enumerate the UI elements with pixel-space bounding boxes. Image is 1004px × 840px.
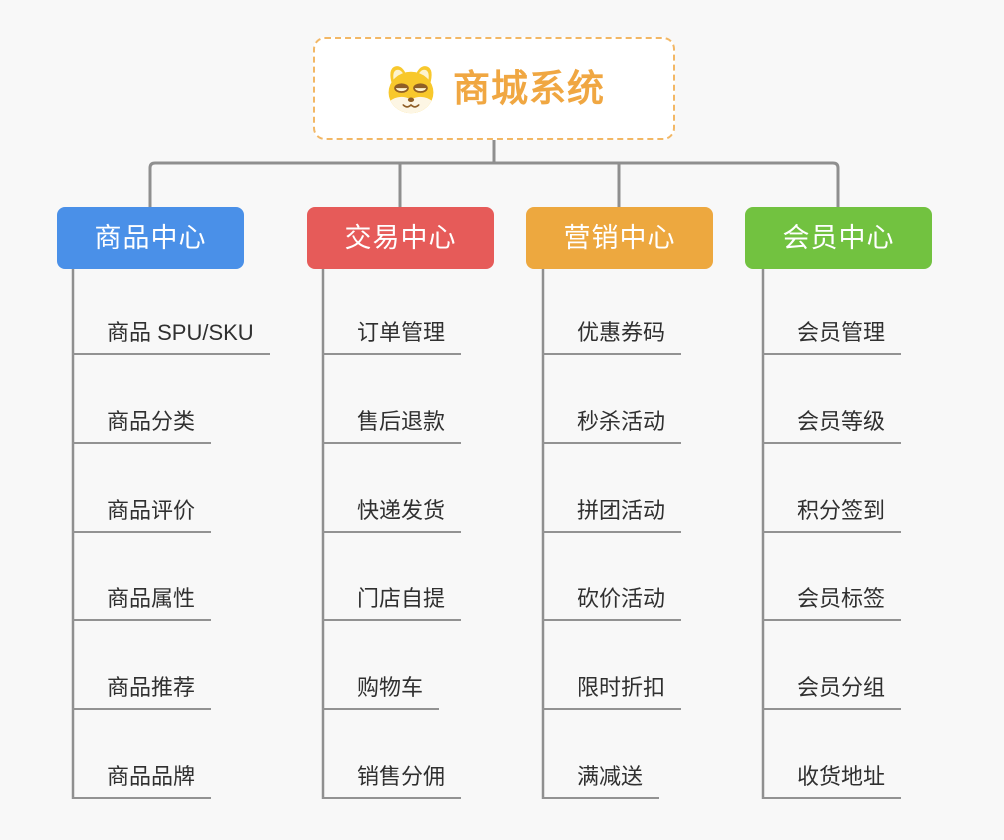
sub-item-coupon-code[interactable]: 优惠券码 — [542, 320, 682, 355]
sub-item-sales-commission[interactable]: 销售分佣 — [322, 764, 462, 799]
sub-item-product-spu-sku[interactable]: 商品 SPU/SKU — [72, 320, 270, 355]
sub-item-member-management[interactable]: 会员管理 — [762, 320, 902, 355]
sub-item-shopping-cart[interactable]: 购物车 — [322, 675, 440, 710]
sub-item-express-shipping[interactable]: 快递发货 — [322, 498, 462, 533]
sub-item-points-checkin[interactable]: 积分签到 — [762, 498, 902, 533]
sub-item-aftersale-refund[interactable]: 售后退款 — [322, 409, 462, 444]
root-title: 商城系统 — [453, 68, 605, 109]
sub-item-product-recommend[interactable]: 商品推荐 — [72, 675, 212, 710]
sub-item-product-category[interactable]: 商品分类 — [72, 409, 212, 444]
branch-label: 商品中心 — [94, 222, 207, 253]
branch-label: 交易中心 — [344, 222, 457, 253]
sub-item-limited-time-discount[interactable]: 限时折扣 — [542, 675, 682, 710]
branch-label: 会员中心 — [782, 222, 895, 253]
branch-header-product-center[interactable]: 商品中心 — [57, 207, 244, 269]
sub-item-product-attribute[interactable]: 商品属性 — [72, 586, 212, 621]
sub-item-order-management[interactable]: 订单管理 — [322, 320, 462, 355]
sub-item-spend-save[interactable]: 满减送 — [542, 764, 660, 799]
sub-item-bargain-activity[interactable]: 砍价活动 — [542, 586, 682, 621]
root-node[interactable]: 商城系统 — [313, 37, 675, 140]
branch-header-member-center[interactable]: 会员中心 — [745, 207, 932, 269]
branch-header-trade-center[interactable]: 交易中心 — [307, 207, 494, 269]
sub-item-product-brand[interactable]: 商品品牌 — [72, 764, 212, 799]
sub-item-member-tags[interactable]: 会员标签 — [762, 586, 902, 621]
branch-bus-line — [148, 161, 840, 207]
sub-item-member-groups[interactable]: 会员分组 — [762, 675, 902, 710]
branch-label: 营销中心 — [563, 222, 676, 253]
sub-item-shipping-address[interactable]: 收货地址 — [762, 764, 902, 799]
sub-item-member-level[interactable]: 会员等级 — [762, 409, 902, 444]
sub-item-flash-sale[interactable]: 秒杀活动 — [542, 409, 682, 444]
sub-item-product-review[interactable]: 商品评价 — [72, 498, 212, 533]
sub-item-group-buy[interactable]: 拼团活动 — [542, 498, 682, 533]
branch-header-marketing-center[interactable]: 营销中心 — [526, 207, 713, 269]
shiba-dog-icon — [383, 64, 439, 114]
sub-item-store-pickup[interactable]: 门店自提 — [322, 586, 462, 621]
